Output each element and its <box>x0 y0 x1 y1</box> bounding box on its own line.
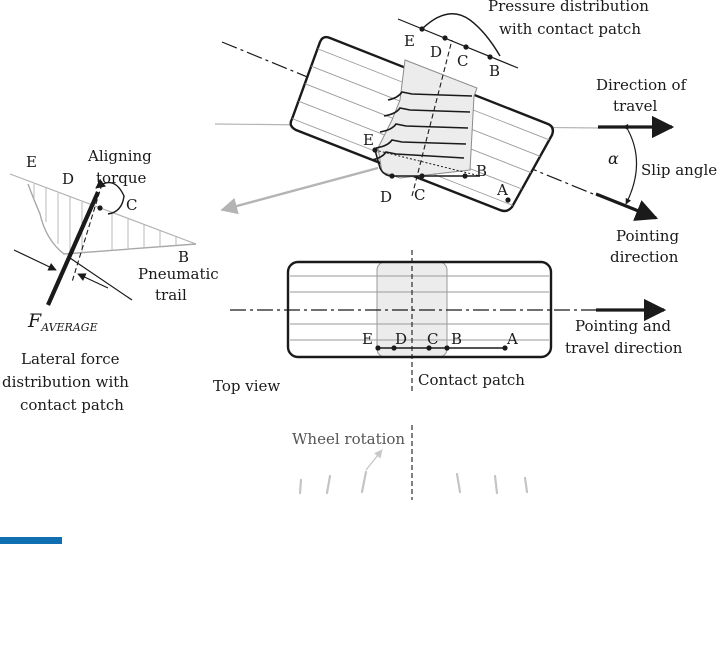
point-E-dot-tire <box>372 147 378 153</box>
pneumatic-trail-label-1: Pneumatic <box>138 265 219 283</box>
point-D-dot-top <box>391 345 397 351</box>
point-B-label-pressure: B <box>489 62 500 80</box>
point-A-dot-top <box>502 345 508 351</box>
point-C-label-lateral: C <box>126 196 137 214</box>
point-E-label-tire: E <box>363 131 374 149</box>
lateral-force-diagram: E D C B Aligning torque Pneumatic trail … <box>2 147 219 414</box>
point-E-dot-top <box>375 345 381 351</box>
point-C-label-top: C <box>427 330 438 348</box>
point-C-dot-tire <box>419 173 425 179</box>
direction-of-travel-label-2: travel <box>613 97 657 115</box>
aligning-torque-label-1: Aligning <box>87 147 152 165</box>
point-C-dot-top <box>426 345 432 351</box>
pointing-direction-label-2: direction <box>610 248 679 266</box>
point-D-dot-pressure <box>442 35 448 41</box>
point-A-label-tire: A <box>496 181 508 199</box>
lateral-offset-line <box>69 257 133 301</box>
point-B-label-top: B <box>451 330 462 348</box>
pressure-baseline <box>397 18 519 69</box>
slip-angle-label: Slip angle <box>641 161 717 179</box>
direction-of-travel-label-1: Direction of <box>596 76 688 94</box>
grey-lateral-force-arrow <box>220 166 379 215</box>
top-view-tire: E D C B A Top view Contact patch Pointin… <box>213 250 683 395</box>
f-subscript: AVERAGE <box>40 321 97 334</box>
top-view-label: Top view <box>213 377 280 395</box>
pointing-direction-arrow <box>595 192 659 221</box>
wheel-rotation-arrow <box>365 449 383 471</box>
pointing-direction-label-1: Pointing <box>616 227 679 245</box>
aligning-torque-label-2: torque <box>96 169 146 187</box>
alpha-symbol: α <box>608 149 619 168</box>
point-D-dot-lateral <box>97 205 103 211</box>
point-E-dot-pressure <box>419 26 425 32</box>
lateral-force-curve <box>27 183 197 255</box>
f-average-label: FAVERAGE <box>27 310 98 334</box>
deformed-tread-lines <box>371 91 473 161</box>
pointing-travel-label-1: Pointing and <box>575 317 671 335</box>
pneumatic-trail-label-2: trail <box>155 286 187 304</box>
point-D-label-pressure: D <box>430 43 442 61</box>
point-B-dot-tire <box>462 173 468 179</box>
point-C-label-tire: C <box>414 186 425 204</box>
point-B-dot-pressure <box>487 54 493 60</box>
point-D-dot-tire <box>389 173 395 179</box>
f-average-arrow <box>46 191 100 306</box>
point-E-label-top: E <box>362 330 373 348</box>
point-B-label-tire: B <box>476 162 487 180</box>
f-average-pointer-right <box>77 273 109 289</box>
pressure-distribution-label-2: with contact patch <box>499 20 641 38</box>
point-E-label-lateral: E <box>26 153 37 171</box>
lateral-hatch <box>33 184 177 253</box>
point-B-dot-top <box>444 345 450 351</box>
aligning-torque-arc <box>95 178 125 215</box>
point-C-dot-pressure <box>463 44 469 50</box>
lateral-force-label-3: contact patch <box>20 396 124 414</box>
point-C-label-pressure: C <box>457 52 468 70</box>
contact-centre-dashed <box>411 39 453 197</box>
pointing-travel-label-2: travel direction <box>565 339 683 357</box>
wheel-faded-strokes <box>298 470 529 495</box>
rotated-tire-view: E D C B A E D C B Pressure distribution … <box>214 0 717 266</box>
point-B-label-lateral: B <box>178 248 189 266</box>
top-view-tread-lines <box>290 275 549 341</box>
point-E-label-pressure: E <box>404 32 415 50</box>
lateral-centre-dashed <box>71 183 103 283</box>
accent-bar <box>0 537 62 544</box>
slip-angle-arc <box>622 123 638 205</box>
point-D-label-tire: D <box>380 188 392 206</box>
wheel-rotation-view: Wheel rotation <box>292 425 529 500</box>
wheel-rotation-label: Wheel rotation <box>292 430 405 448</box>
point-D-label-lateral: D <box>62 170 74 188</box>
lateral-force-label-1: Lateral force <box>21 350 120 368</box>
point-A-dot-tire <box>505 197 511 203</box>
pressure-distribution-label-1: Pressure distribution <box>488 0 649 15</box>
point-D-label-top: D <box>395 330 407 348</box>
f-symbol: F <box>27 310 42 332</box>
lateral-baseline <box>9 173 197 245</box>
lateral-force-label-2: distribution with <box>2 373 129 391</box>
f-average-pointer-left <box>13 249 57 271</box>
contact-patch-label: Contact patch <box>418 371 525 389</box>
pressure-curve <box>421 13 501 57</box>
point-A-label-top: A <box>506 330 518 348</box>
